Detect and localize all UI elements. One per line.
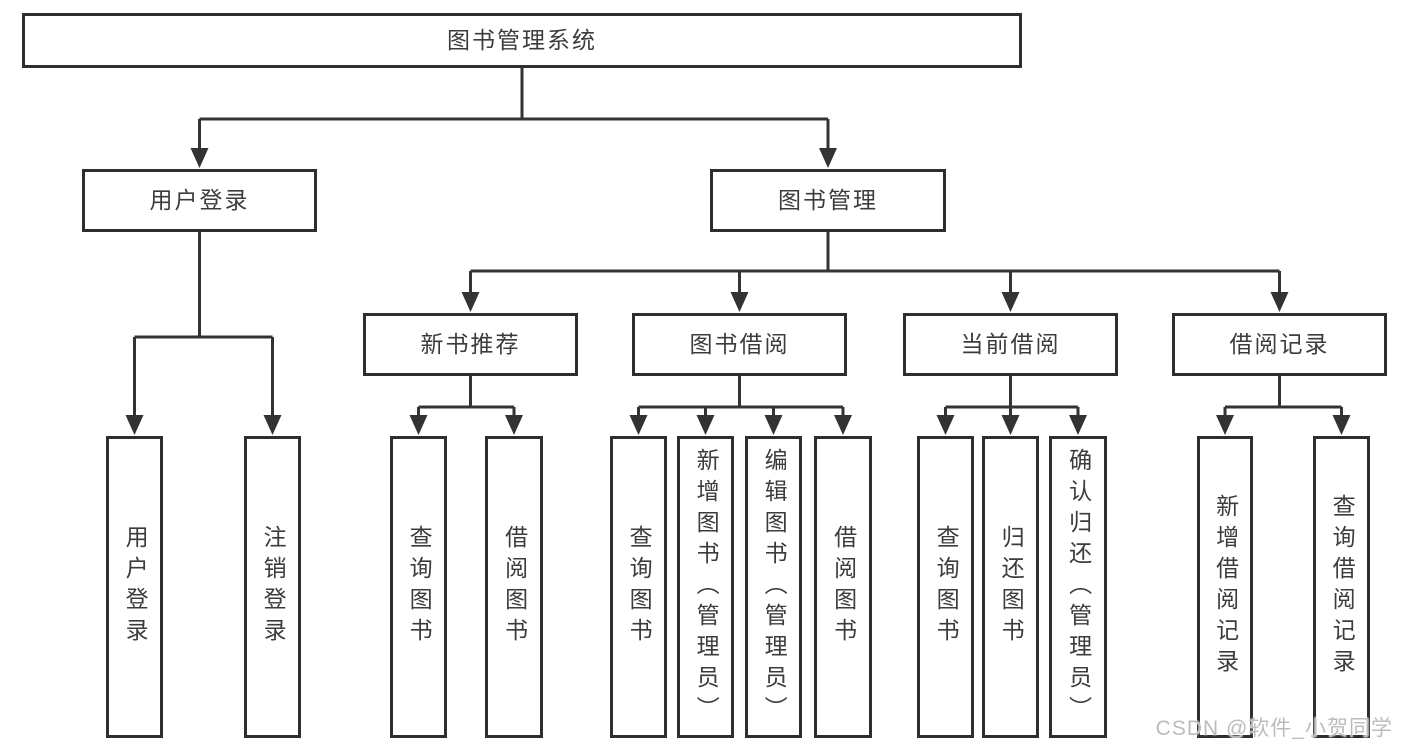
node-leaf-edit-book: 编辑图书（管理员） bbox=[745, 436, 802, 738]
node-label-root: 图书管理系统 bbox=[447, 26, 597, 53]
node-book-borrow: 图书借阅 bbox=[632, 313, 847, 376]
node-label-book-mgmt: 图书管理 bbox=[778, 186, 878, 213]
node-label-leaf-query-book-3: 查询图书 bbox=[933, 525, 960, 649]
arrowhead-icon bbox=[629, 415, 648, 435]
node-label-leaf-add-record: 新增借阅记录 bbox=[1212, 494, 1239, 680]
node-book-mgmt: 图书管理 bbox=[710, 169, 946, 232]
node-label-leaf-confirm-return: 确认归还（管理员） bbox=[1065, 447, 1092, 727]
node-leaf-add-book: 新增图书（管理员） bbox=[677, 436, 734, 738]
node-borrow-records: 借阅记录 bbox=[1172, 313, 1387, 376]
node-leaf-return-book: 归还图书 bbox=[982, 436, 1039, 738]
node-leaf-query-record: 查询借阅记录 bbox=[1313, 436, 1370, 738]
node-leaf-logout: 注销登录 bbox=[244, 436, 301, 738]
node-current-borrow: 当前借阅 bbox=[903, 313, 1118, 376]
node-label-leaf-logout: 注销登录 bbox=[260, 525, 287, 649]
node-label-leaf-query-book-1: 查询图书 bbox=[406, 525, 433, 649]
node-new-book-rec: 新书推荐 bbox=[363, 313, 578, 376]
node-leaf-confirm-return: 确认归还（管理员） bbox=[1049, 436, 1107, 738]
node-label-leaf-return-book: 归还图书 bbox=[998, 525, 1025, 649]
node-label-leaf-query-record: 查询借阅记录 bbox=[1329, 494, 1356, 680]
node-label-current-borrow: 当前借阅 bbox=[960, 330, 1061, 357]
arrowhead-icon bbox=[190, 148, 209, 168]
node-leaf-borrow-book-2: 借阅图书 bbox=[814, 436, 872, 738]
arrowhead-icon bbox=[696, 415, 715, 435]
connector-borrow-records bbox=[1223, 376, 1343, 418]
connector-book-borrow bbox=[637, 376, 845, 418]
arrowhead-icon bbox=[730, 292, 749, 312]
arrowhead-icon bbox=[1332, 415, 1351, 435]
arrowhead-icon bbox=[1001, 415, 1020, 435]
arrowhead-icon bbox=[1270, 292, 1289, 312]
node-leaf-user-login: 用户登录 bbox=[106, 436, 163, 738]
node-leaf-query-book-2: 查询图书 bbox=[610, 436, 667, 738]
node-label-leaf-borrow-book-1: 借阅图书 bbox=[501, 525, 528, 649]
node-leaf-query-book-3: 查询图书 bbox=[917, 436, 974, 738]
arrowhead-icon bbox=[1216, 415, 1234, 435]
connector-new-book-rec bbox=[417, 376, 516, 418]
arrowhead-icon bbox=[1001, 292, 1020, 312]
node-label-leaf-edit-book: 编辑图书（管理员） bbox=[761, 447, 788, 727]
node-label-user-login: 用户登录 bbox=[149, 186, 250, 213]
node-label-leaf-borrow-book-2: 借阅图书 bbox=[830, 525, 857, 649]
node-root: 图书管理系统 bbox=[22, 13, 1022, 68]
node-label-leaf-user-login: 用户登录 bbox=[122, 525, 149, 649]
arrowhead-icon bbox=[936, 415, 955, 435]
arrowhead-icon bbox=[409, 415, 428, 435]
node-label-borrow-records: 借阅记录 bbox=[1229, 330, 1330, 357]
arrowhead-icon bbox=[505, 415, 523, 435]
arrowhead-icon bbox=[461, 292, 480, 312]
node-leaf-borrow-book-1: 借阅图书 bbox=[485, 436, 543, 738]
connector-root bbox=[198, 68, 830, 151]
node-leaf-add-record: 新增借阅记录 bbox=[1197, 436, 1253, 738]
arrowhead-icon bbox=[819, 148, 837, 168]
node-label-leaf-query-book-2: 查询图书 bbox=[626, 525, 653, 649]
connector-user-login bbox=[133, 232, 274, 418]
node-user-login: 用户登录 bbox=[82, 169, 317, 232]
connector-book-mgmt bbox=[469, 232, 1281, 295]
node-label-book-borrow: 图书借阅 bbox=[689, 330, 790, 357]
node-leaf-query-book-1: 查询图书 bbox=[390, 436, 447, 738]
arrowhead-icon bbox=[263, 415, 282, 435]
arrowhead-icon bbox=[764, 415, 783, 435]
node-label-new-book-rec: 新书推荐 bbox=[420, 330, 521, 357]
arrowhead-icon bbox=[1069, 415, 1087, 435]
connector-current-borrow bbox=[944, 376, 1080, 418]
arrowhead-icon bbox=[125, 415, 144, 435]
node-label-leaf-add-book: 新增图书（管理员） bbox=[693, 447, 720, 727]
arrowhead-icon bbox=[834, 415, 852, 435]
